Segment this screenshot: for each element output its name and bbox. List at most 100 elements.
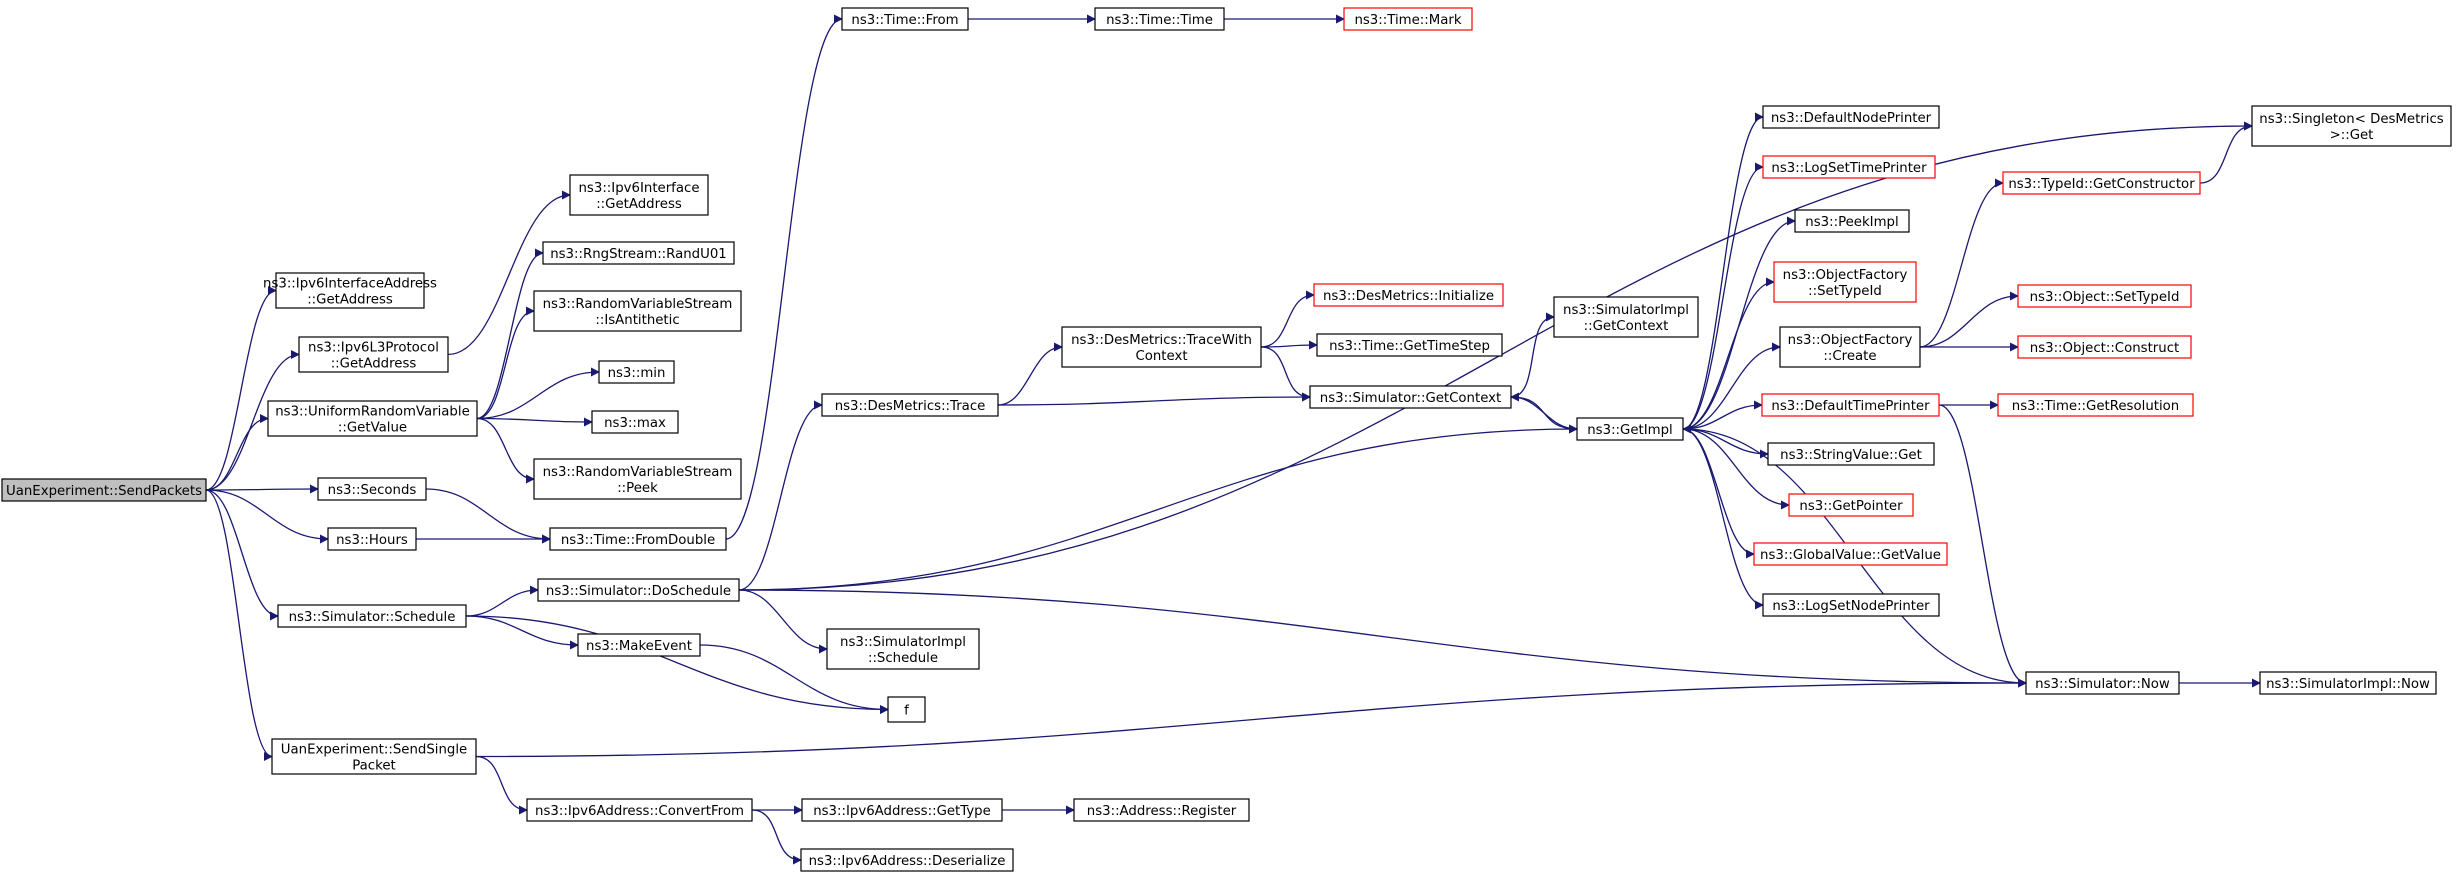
node-peekimpl[interactable]: ns3::PeekImpl bbox=[1794, 209, 1910, 233]
node-desmetrics_trace[interactable]: ns3::DesMetrics::Trace bbox=[821, 393, 999, 417]
node-desmetrics_initialize[interactable]: ns3::DesMetrics::Initialize bbox=[1313, 283, 1504, 307]
node-box bbox=[317, 477, 427, 501]
node-simimpl_schedule[interactable]: ns3::SimulatorImpl::Schedule bbox=[826, 628, 980, 670]
node-singleton_get[interactable]: ns3::Singleton< DesMetrics>::Get bbox=[2251, 105, 2452, 147]
node-max[interactable]: ns3::max bbox=[591, 410, 679, 434]
node-ipv6addr_deserialize[interactable]: ns3::Ipv6Address::Deserialize bbox=[800, 848, 1014, 872]
node-box bbox=[1316, 333, 1503, 357]
node-rvs_isantithetic[interactable]: ns3::RandomVariableStream::IsAntithetic bbox=[533, 290, 742, 332]
node-stringvalue_get[interactable]: ns3::StringValue::Get bbox=[1767, 442, 1935, 466]
node-label: ns3::DefaultNodePrinter bbox=[1771, 111, 1932, 126]
node-object_settypeid[interactable]: ns3::Object::SetTypeId bbox=[2017, 284, 2192, 308]
edge-ipv6addr_convertfrom-to-ipv6addr_deserialize bbox=[751, 809, 802, 865]
node-objfactory_settypeid[interactable]: ns3::ObjectFactory::SetTypeId bbox=[1773, 261, 1917, 303]
node-logsetnodeprinter[interactable]: ns3::LogSetNodePrinter bbox=[1762, 593, 1940, 617]
edge-send_single-to-sim_now bbox=[475, 678, 2027, 758]
node-getpointer[interactable]: ns3::GetPointer bbox=[1788, 493, 1914, 517]
node-label: ns3::GetPointer bbox=[1799, 499, 1903, 514]
node-root[interactable]: UanExperiment::SendPackets bbox=[1, 478, 207, 502]
node-makeevent[interactable]: ns3::MakeEvent bbox=[577, 633, 701, 657]
node-objfactory_create[interactable]: ns3::ObjectFactory::Create bbox=[1779, 326, 1921, 368]
node-f[interactable]: f bbox=[887, 696, 926, 723]
node-time_mark[interactable]: ns3::Time::Mark bbox=[1343, 7, 1473, 31]
node-time_fromdouble[interactable]: ns3::Time::FromDouble bbox=[549, 527, 727, 551]
node-typeid_getconstructor[interactable]: ns3::TypeId::GetConstructor bbox=[2002, 171, 2201, 195]
node-label: ::Peek bbox=[617, 481, 658, 496]
node-time_gettimestep[interactable]: ns3::Time::GetTimeStep bbox=[1316, 333, 1503, 357]
node-label: ns3::Ipv6InterfaceAddress bbox=[263, 277, 437, 292]
node-hours[interactable]: ns3::Hours bbox=[327, 527, 417, 551]
node-logsettimeprinter[interactable]: ns3::LogSetTimePrinter bbox=[1762, 155, 1936, 179]
node-box bbox=[800, 848, 1014, 872]
edge-getimpl-to-logsetnodeprinter bbox=[1682, 428, 1764, 610]
node-ipv6addr_convertfrom[interactable]: ns3::Ipv6Address::ConvertFrom bbox=[526, 798, 753, 822]
node-box bbox=[327, 527, 417, 551]
node-label: ::GetAddress bbox=[596, 197, 682, 212]
node-ipv6ifaddr_getaddress[interactable]: ns3::Ipv6InterfaceAddress::GetAddress bbox=[263, 272, 437, 309]
node-box bbox=[1779, 326, 1921, 368]
edge-desmetrics_tracewith-to-desmetrics_initialize bbox=[1260, 290, 1315, 348]
node-box bbox=[1309, 385, 1512, 409]
node-label: ns3::Object::SetTypeId bbox=[2030, 290, 2180, 305]
edge-typeid_getconstructor-to-singleton_get bbox=[2199, 121, 2253, 184]
node-simimpl_getcontext[interactable]: ns3::SimulatorImpl::GetContext bbox=[1553, 296, 1699, 338]
node-box bbox=[2017, 284, 2192, 308]
node-ipv6addr_gettype[interactable]: ns3::Ipv6Address::GetType bbox=[801, 798, 1003, 822]
node-globalvalue_getvalue[interactable]: ns3::GlobalValue::GetValue bbox=[1753, 542, 1948, 566]
node-rng_randu01[interactable]: ns3::RngStream::RandU01 bbox=[542, 241, 735, 265]
node-object_construct[interactable]: ns3::Object::Construct bbox=[2017, 335, 2192, 359]
node-ipv6l3_getaddress[interactable]: ns3::Ipv6L3Protocol::GetAddress bbox=[298, 336, 449, 373]
node-label: ::GetValue bbox=[338, 421, 407, 436]
node-sim_schedule[interactable]: ns3::Simulator::Schedule bbox=[277, 604, 467, 628]
node-box bbox=[1313, 283, 1504, 307]
node-getimpl[interactable]: ns3::GetImpl bbox=[1576, 417, 1684, 441]
node-seconds[interactable]: ns3::Seconds bbox=[317, 477, 427, 501]
node-ipv6iface_getaddress[interactable]: ns3::Ipv6Interface::GetAddress bbox=[569, 174, 709, 216]
node-label: ns3::LogSetNodePrinter bbox=[1772, 599, 1930, 614]
node-address_register[interactable]: ns3::Address::Register bbox=[1073, 798, 1250, 822]
edge-makeevent-to-f bbox=[699, 644, 889, 715]
node-label: ns3::ObjectFactory bbox=[1788, 333, 1913, 348]
node-box bbox=[569, 174, 709, 216]
node-urv_getvalue[interactable]: ns3::UniformRandomVariable::GetValue bbox=[267, 400, 478, 437]
edge-root-to-ipv6ifaddr_getaddress bbox=[205, 286, 277, 491]
node-box bbox=[1762, 155, 1936, 179]
edge-getimpl-to-getpointer bbox=[1682, 428, 1790, 510]
node-defaulttimeprinter[interactable]: ns3::DefaultTimePrinter bbox=[1761, 393, 1940, 417]
node-box bbox=[1762, 593, 1940, 617]
node-min[interactable]: ns3::min bbox=[598, 360, 675, 384]
node-label: ns3::DesMetrics::Initialize bbox=[1323, 289, 1494, 304]
edge-sim_schedule-to-f bbox=[465, 615, 889, 715]
node-time_getresolution[interactable]: ns3::Time::GetResolution bbox=[1997, 393, 2194, 417]
node-rvs_peek[interactable]: ns3::RandomVariableStream::Peek bbox=[533, 458, 742, 500]
node-sim_now[interactable]: ns3::Simulator::Now bbox=[2025, 671, 2180, 695]
edge-urv_getvalue-to-rvs_isantithetic bbox=[476, 306, 535, 420]
node-label: ns3::Ipv6L3Protocol bbox=[308, 341, 439, 356]
node-label: ns3::Address::Register bbox=[1087, 804, 1237, 819]
node-simimpl_now[interactable]: ns3::SimulatorImpl::Now bbox=[2259, 671, 2437, 695]
node-label: ns3::GlobalValue::GetValue bbox=[1760, 548, 1941, 563]
edge-getimpl-to-globalvalue_getvalue bbox=[1682, 428, 1755, 559]
node-time_from[interactable]: ns3::Time::From bbox=[841, 7, 969, 31]
edge-root-to-send_single bbox=[205, 489, 273, 761]
node-box bbox=[271, 738, 477, 775]
edge-root-to-hours bbox=[205, 489, 329, 544]
edge-layer bbox=[205, 14, 2261, 865]
node-defaultnodeprinter[interactable]: ns3::DefaultNodePrinter bbox=[1762, 105, 1940, 129]
node-sim_doschedule[interactable]: ns3::Simulator::DoSchedule bbox=[537, 578, 740, 602]
node-box bbox=[1767, 442, 1935, 466]
node-label: ns3::Singleton< DesMetrics bbox=[2259, 112, 2443, 127]
node-label: ns3::DefaultTimePrinter bbox=[1771, 399, 1930, 414]
node-sim_getcontext[interactable]: ns3::Simulator::GetContext bbox=[1309, 385, 1512, 409]
node-time_time[interactable]: ns3::Time::Time bbox=[1094, 7, 1225, 31]
edge-getimpl-to-sim_getcontext bbox=[1510, 392, 1578, 430]
node-label: ns3::Time::GetTimeStep bbox=[1329, 339, 1490, 354]
edge-sim_schedule-to-makeevent bbox=[465, 615, 579, 650]
edge-root-to-sim_schedule bbox=[205, 489, 279, 621]
node-box bbox=[542, 241, 735, 265]
edge-desmetrics_trace-to-desmetrics_tracewith bbox=[997, 342, 1063, 406]
node-label: f bbox=[904, 704, 909, 719]
